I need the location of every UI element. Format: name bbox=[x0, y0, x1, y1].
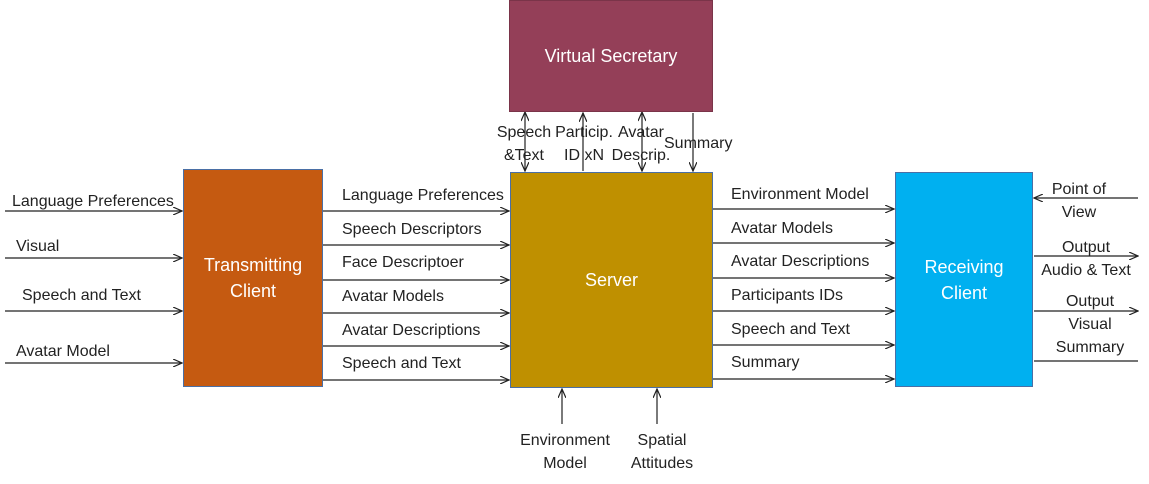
rc-label-point-of-view: Point of View bbox=[1051, 181, 1107, 221]
server-rc-label-3: Avatar Descriptions bbox=[731, 253, 870, 270]
input-label-avatar-model: Avatar Model bbox=[16, 343, 110, 360]
vs-label-particip-id: Particip. ID xN bbox=[555, 124, 613, 164]
tc-server-label-1: Language Preferences bbox=[342, 187, 504, 204]
server-rc-label-4: Participants IDs bbox=[731, 287, 844, 304]
server-box: Server bbox=[510, 172, 713, 388]
rc-label-output-visual-summary: Output Visual Summary bbox=[1055, 293, 1125, 356]
transmitting-client-box: Transmitting Client bbox=[183, 169, 323, 387]
vs-label-avatar-descrip: Avatar Descrip. bbox=[611, 124, 671, 164]
tc-server-label-5: Avatar Descriptions bbox=[342, 322, 481, 339]
tc-server-label-4: Avatar Models bbox=[342, 288, 444, 305]
transmitting-client-label: Transmitting Client bbox=[203, 255, 303, 301]
input-label-visual: Visual bbox=[16, 238, 60, 255]
server-rc-label-2: Avatar Models bbox=[731, 220, 833, 237]
bottom-label-environment-model: Environment Model bbox=[520, 432, 610, 472]
server-rc-label-1: Environment Model bbox=[731, 186, 869, 203]
server-rc-label-5: Speech and Text bbox=[731, 321, 850, 338]
receiving-client-box: Receiving Client bbox=[895, 172, 1033, 387]
virtual-secretary-box: Virtual Secretary bbox=[509, 0, 713, 112]
input-label-speech-text: Speech and Text bbox=[22, 287, 141, 304]
tc-server-label-3: Face Descriptoer bbox=[342, 254, 464, 271]
server-label: Server bbox=[584, 270, 638, 290]
tc-server-label-6: Speech and Text bbox=[342, 355, 461, 372]
rc-label-output-audio-text: Output Audio & Text bbox=[1041, 239, 1131, 279]
tc-server-label-2: Speech Descriptors bbox=[342, 221, 482, 238]
input-label-language-preferences: Language Preferences bbox=[12, 193, 174, 210]
receiving-client-label: Receiving Client bbox=[924, 256, 1004, 303]
server-rc-label-6: Summary bbox=[731, 354, 800, 371]
virtual-secretary-label: Virtual Secretary bbox=[544, 46, 678, 66]
vs-label-summary: Summary bbox=[664, 135, 733, 152]
bottom-label-spatial-attitudes: Spatial Attitudes bbox=[630, 432, 694, 472]
vs-label-speech-text: Speech &Text bbox=[496, 124, 552, 164]
